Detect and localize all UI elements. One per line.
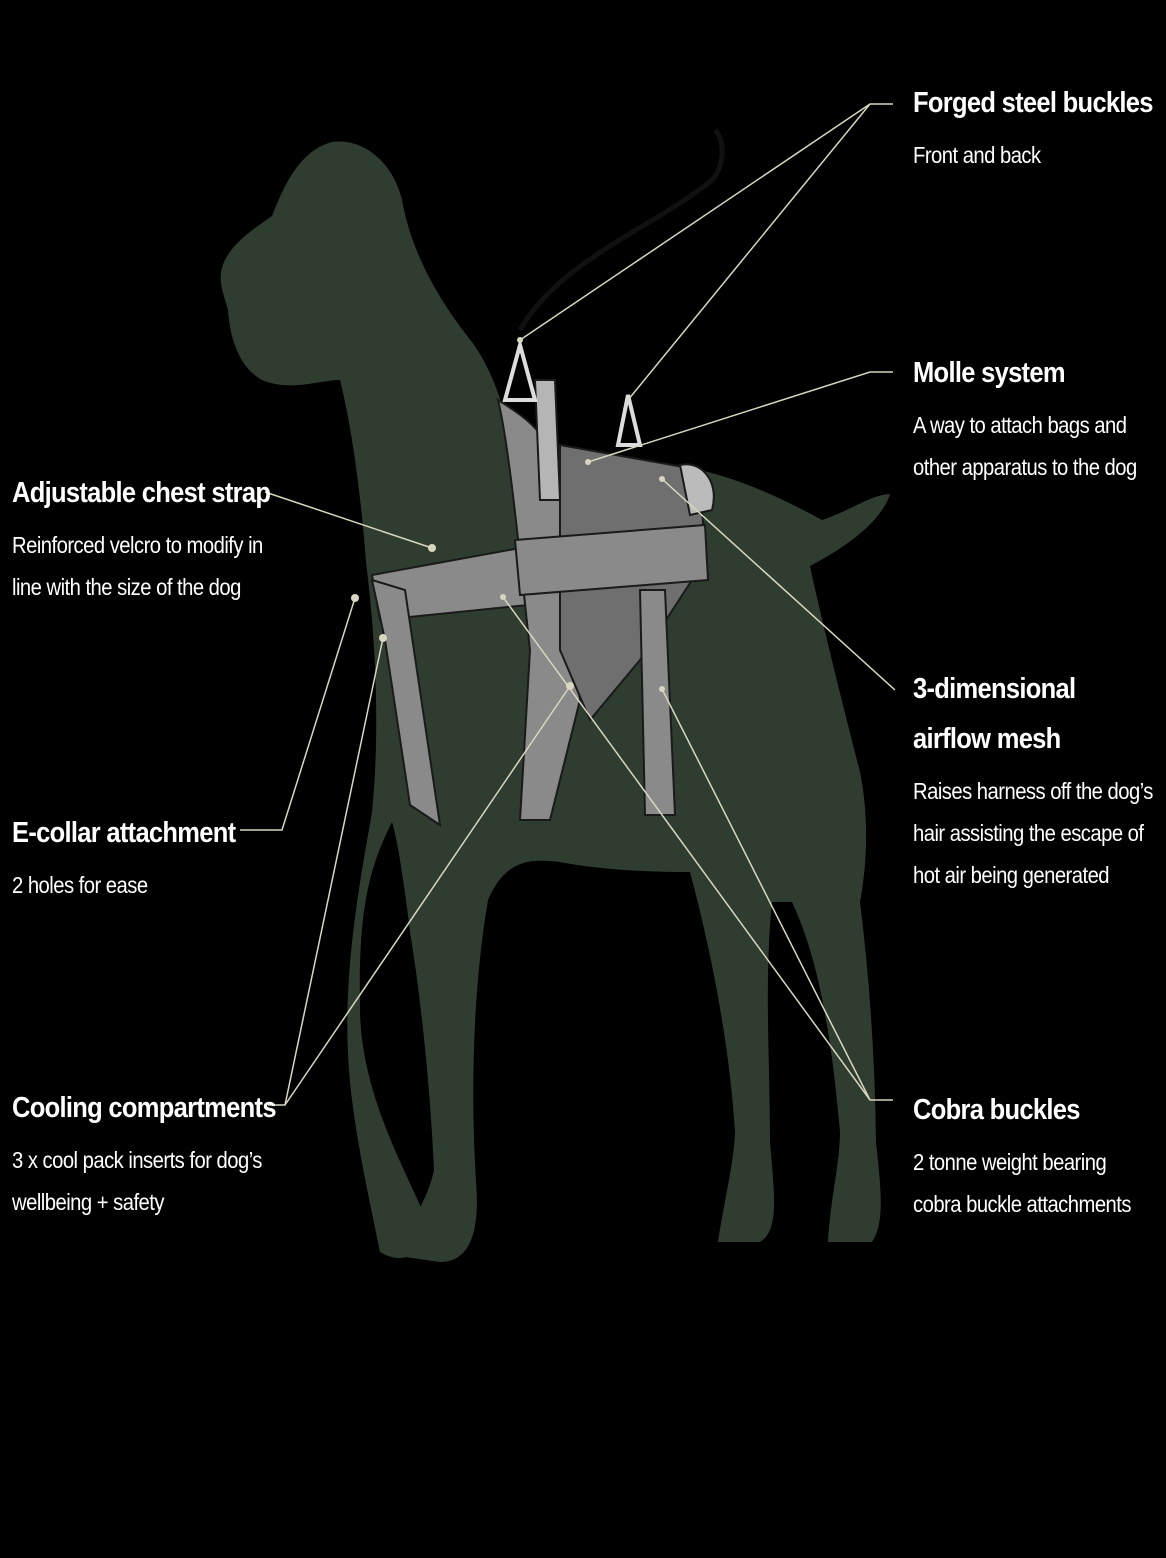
callout-cooling-compartments: Cooling compartments 3 x cool pack inser… [12, 1083, 312, 1223]
leader-dots [351, 337, 665, 692]
callout-adjustable-chest-strap: Adjustable chest strap Reinforced velcro… [12, 468, 305, 608]
callout-title: E-collar attachment [12, 817, 236, 849]
callout-title: Adjustable chest strap [12, 477, 271, 509]
callout-title: Cooling compartments [12, 1092, 277, 1124]
callout-title: Cobra buckles [913, 1094, 1080, 1126]
callout-title: Molle system [913, 357, 1066, 389]
callout-text: Front and back [913, 142, 1041, 168]
harness [370, 337, 715, 828]
callout-text: 2 holes for ease [12, 872, 148, 898]
leash [517, 128, 725, 332]
callout-e-collar-attachment: E-collar attachment 2 holes for ease [12, 808, 266, 906]
callout-title: Forged steel buckles [913, 87, 1154, 119]
leader-lines [240, 103, 896, 1106]
callout-forged-steel-buckles: Forged steel buckles Front and back [913, 78, 1166, 176]
